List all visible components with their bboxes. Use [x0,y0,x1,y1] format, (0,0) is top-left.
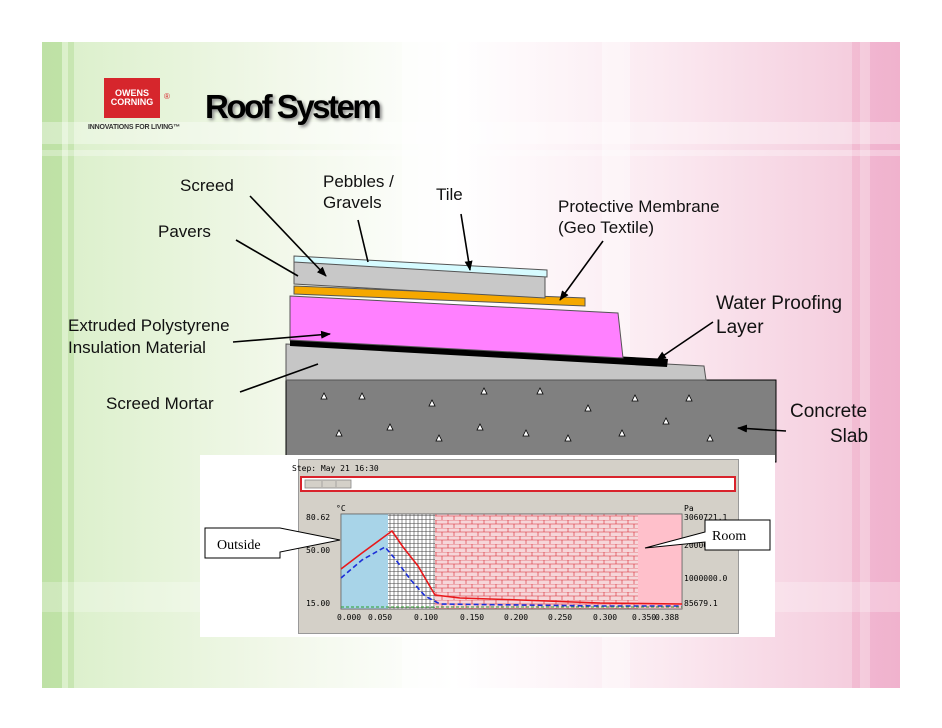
time-slider-thumb[interactable] [304,479,352,489]
mortar-pointer [239,363,319,393]
outside-callout-text: Outside [217,538,261,553]
pressure-curve [340,545,682,607]
aggregate-marker [320,392,328,400]
label-screed: Screed [180,176,234,195]
aggregate-marker [662,417,670,425]
label-pebbles-line1: Pebbles / [323,172,394,191]
x-tick-label: 0.100 [414,613,438,622]
registered-mark: ® [164,92,170,101]
aggregate-marker [706,434,714,442]
owens-corning-logo: OWENS CORNING ® INNOVATIONS FOR LIVING™ [88,78,208,138]
logo-mark: OWENS CORNING [104,78,160,118]
brick-region [435,514,638,609]
label-pavers: Pavers [158,222,211,241]
pavers-pointer [235,239,299,277]
simulation-step-text: Step: May 21 16:30 [292,464,379,473]
aggregate-marker [386,423,394,431]
aggregate-marker [335,429,343,437]
label-insulation-line1: Extruded Polystyrene [68,316,230,335]
logo-tagline: INNOVATIONS FOR LIVING™ [88,124,180,131]
x-tick-label: 0.388 [655,613,679,622]
outside-callout [204,527,341,559]
right-tick-label: 1000000.0 [684,574,728,583]
label-waterproofing-line2: Layer [716,317,764,338]
decor-stripe [42,42,62,688]
label-tile: Tile [436,185,463,204]
aggregate-marker [564,434,572,442]
x-tick-label: 0.000 [337,613,361,622]
aggregate-marker [522,429,530,437]
insulation-pointer [232,330,331,343]
screed-pointer [249,195,327,277]
x-tick-label: 0.350 [632,613,656,622]
left-tick-label: 50.00 [306,546,330,555]
aggregate-marker [428,399,436,407]
label-slab-line2: Slab [830,426,869,447]
room-air-region [638,514,682,609]
logo-text: OWENS [114,88,149,98]
waterproofing-layer [290,339,668,367]
time-slider-track[interactable] [300,476,736,492]
aggregate-marker [685,394,693,402]
decor-stripe [870,42,900,688]
left-axis-unit: °C [336,504,346,513]
decor-stripe [42,150,900,156]
waterproofing-pointer [656,321,714,361]
tile-layer [293,255,548,278]
aggregate-marker [435,434,443,442]
aggregate-marker [536,387,544,395]
room-callout-text: Room [712,529,746,544]
label-membrane-line2: (Geo Textile) [558,218,655,237]
logo-text: CORNING [110,97,154,107]
plot-border [340,513,683,610]
label-screed-mortar: Screed Mortar [106,394,214,413]
x-tick-label: 0.200 [504,613,528,622]
aggregate-marker [358,392,366,400]
x-tick-label: 0.050 [368,613,392,622]
x-tick-label: 0.250 [548,613,572,622]
aggregate-marker [584,404,592,412]
left-tick-label: 15.00 [306,599,330,608]
slide-title: Roof System [205,88,382,125]
temperature-curve [340,529,683,605]
label-pebbles-line2: Gravels [323,193,382,212]
left-tick-label: 80.62 [306,513,330,522]
label-waterproofing-line1: Water Proofing [716,293,843,314]
pebbles-pointer [357,219,369,263]
right-tick-label: 85679.1 [684,599,718,608]
decor-stripe [852,42,860,688]
label-insulation-line2: Insulation Material [68,338,206,357]
decor-stripe [68,42,74,688]
aggregate-marker [476,423,484,431]
outside-air-region [341,514,388,609]
tile-pointer [460,213,473,271]
aggregate-marker [480,387,488,395]
slab-pointer [737,424,787,433]
right-axis-unit: Pa [684,504,694,513]
room-callout [644,519,771,551]
membrane-region [388,514,435,609]
x-tick-label: 0.150 [460,613,484,622]
label-membrane-line1: Protective Membrane [558,197,720,216]
right-tick-label: 3060721.1 [684,513,728,522]
x-tick-label: 0.300 [593,613,617,622]
membrane-pointer [559,240,604,301]
aggregate-marker [631,394,639,402]
decor-stripe [42,122,900,144]
insulation-layer [289,295,624,359]
label-slab-line1: Concrete [790,401,868,422]
aggregate-marker [618,429,626,437]
